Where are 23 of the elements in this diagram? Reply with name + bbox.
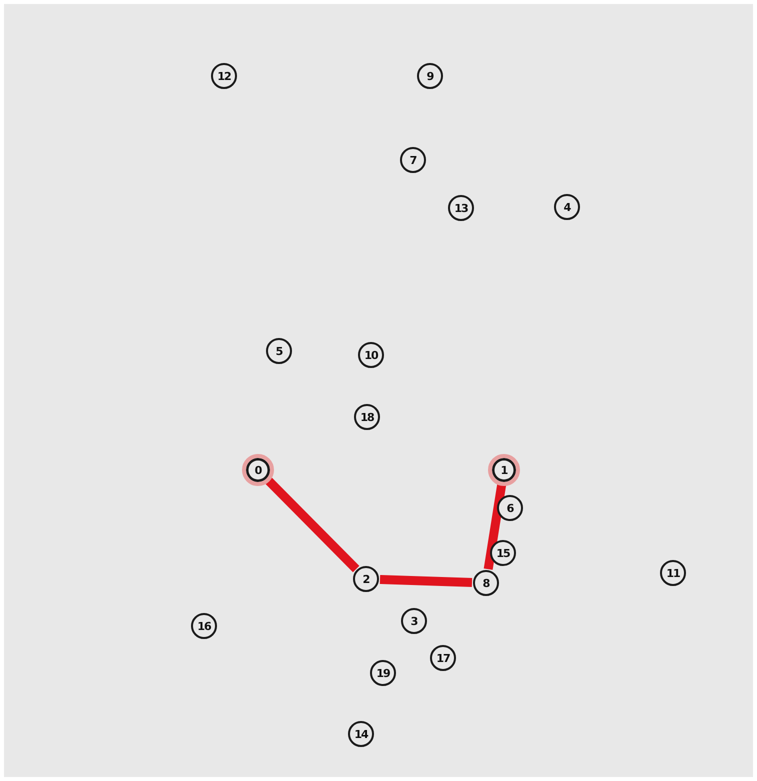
connector-line xyxy=(484,483,506,570)
node-circle: 9 xyxy=(417,63,443,89)
connector-line xyxy=(380,574,472,588)
node-circle: 11 xyxy=(660,560,686,586)
node-circle: 15 xyxy=(490,540,516,566)
node-circle: 16 xyxy=(191,613,217,639)
node-circle: 17 xyxy=(430,645,456,671)
connector-line xyxy=(264,476,360,572)
node-circle: 5 xyxy=(266,338,292,364)
node-circle: 3 xyxy=(401,608,427,634)
node-circle: 7 xyxy=(400,147,426,173)
node-circle: 0 xyxy=(242,454,274,486)
node-circle: 12 xyxy=(211,63,237,89)
node-circle: 10 xyxy=(358,342,384,368)
node-circle: 8 xyxy=(473,570,499,596)
node-circle: 4 xyxy=(554,194,580,220)
node-circle: 6 xyxy=(497,495,523,521)
node-circle: 18 xyxy=(354,404,380,430)
node-circle: 14 xyxy=(348,721,374,747)
node-circle: 2 xyxy=(353,566,379,592)
node-circle: 13 xyxy=(448,195,474,221)
node-circle: 1 xyxy=(488,454,520,486)
node-circle: 19 xyxy=(370,660,396,686)
